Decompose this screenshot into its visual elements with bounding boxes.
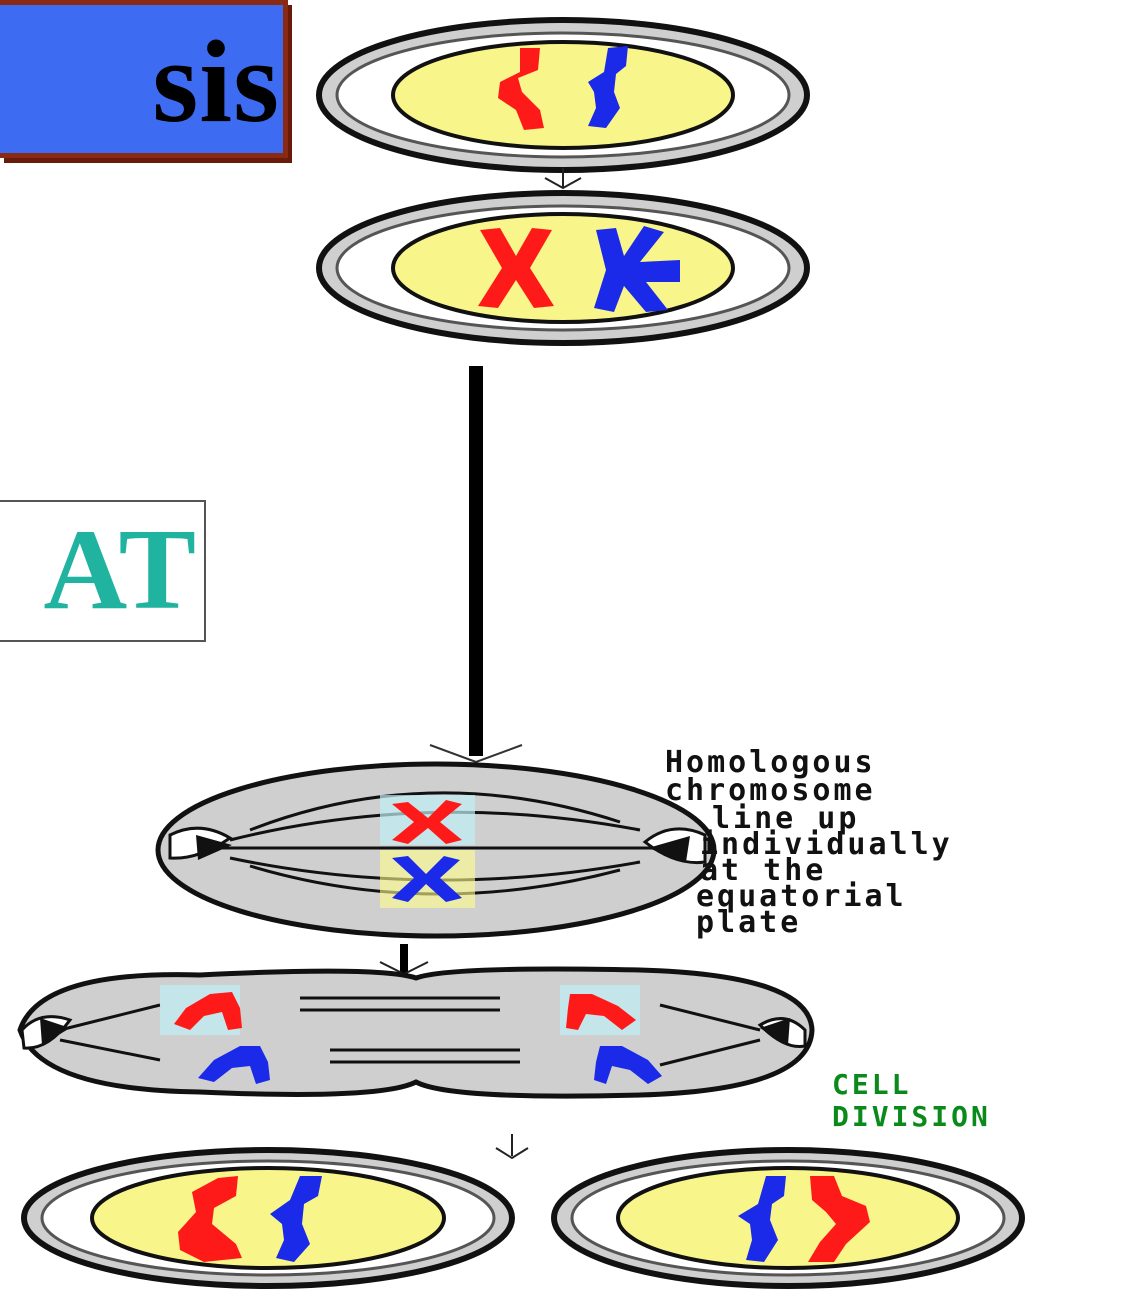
daughter-cell-right bbox=[551, 1147, 1025, 1289]
arrow-1 bbox=[544, 168, 582, 190]
cell-division-line-2: DIVISION bbox=[832, 1100, 991, 1133]
homologous-line-5: at the bbox=[700, 853, 826, 888]
homologous-line-4: individually bbox=[700, 827, 953, 862]
title-text: sis bbox=[152, 16, 280, 147]
daughter-cell-left bbox=[21, 1147, 515, 1289]
cell-interphase bbox=[316, 17, 810, 173]
homologous-line-2: chromosome bbox=[665, 773, 876, 808]
chromosome-blue-daughter-right bbox=[738, 1176, 786, 1262]
cell-replicated bbox=[316, 190, 810, 346]
arrow-3 bbox=[495, 1134, 529, 1160]
title-box: sis bbox=[0, 0, 288, 158]
chromosome-red bbox=[498, 48, 544, 130]
cell-metaphase bbox=[155, 761, 717, 939]
homologous-line-6: equatorial bbox=[696, 879, 907, 914]
chromosome-red-daughter-left bbox=[178, 1176, 242, 1262]
cell-division-line-1: CELL bbox=[832, 1068, 911, 1101]
homologous-annotation: Homologous chromosome line up individual… bbox=[665, 745, 953, 940]
homologous-line-1: Homologous bbox=[665, 745, 876, 780]
chromatid-red-left bbox=[174, 992, 242, 1030]
chromatid-red-right bbox=[566, 994, 636, 1030]
arrow-long bbox=[429, 366, 523, 764]
homologous-line-3: line up bbox=[712, 801, 859, 836]
chromatid-blue-right bbox=[594, 1046, 662, 1084]
label-box: AT bbox=[0, 500, 206, 642]
chromosome-red-x bbox=[478, 228, 554, 308]
chromosome-blue bbox=[588, 46, 628, 128]
chromosome-red-metaphase bbox=[392, 800, 462, 844]
chromosome-blue-daughter-left bbox=[270, 1176, 322, 1262]
label-text: AT bbox=[43, 506, 196, 634]
cell-division-annotation: CELL DIVISION bbox=[832, 1068, 991, 1133]
homologous-line-7: plate bbox=[696, 905, 801, 940]
chromosome-blue-metaphase bbox=[392, 856, 462, 902]
arrow-2 bbox=[379, 944, 429, 976]
cell-anaphase bbox=[17, 966, 815, 1099]
chromosome-blue-x bbox=[594, 226, 680, 312]
chromatid-blue-left bbox=[198, 1046, 270, 1084]
chromosome-red-daughter-right bbox=[808, 1176, 870, 1262]
